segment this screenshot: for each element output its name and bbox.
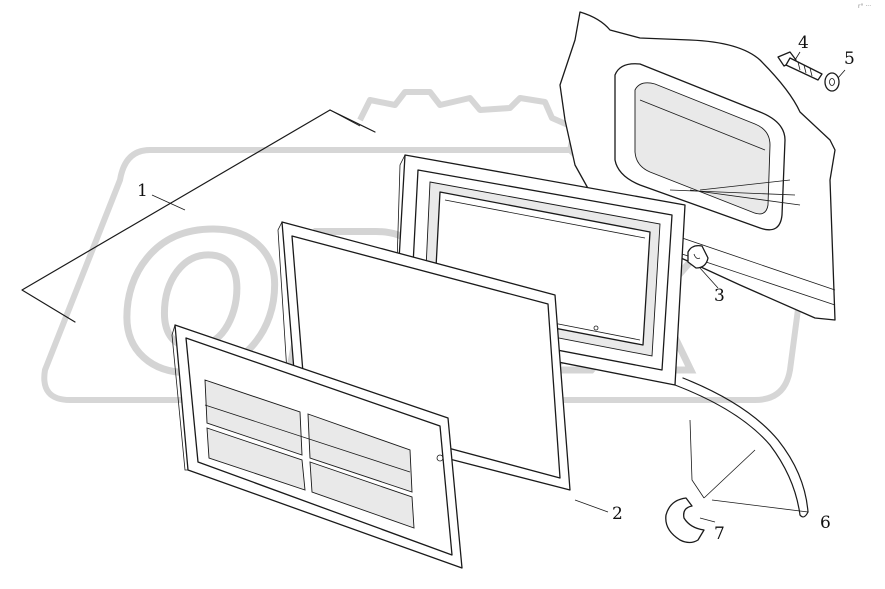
part-1-panel (21, 109, 376, 323)
callout-5: 5 (844, 49, 855, 69)
part-3-clip (687, 244, 709, 269)
callout-3: 3 (714, 286, 725, 306)
callouts: 1 2 3 4 5 6 7 (137, 33, 855, 544)
grille-vent-bottom-left (206, 427, 306, 491)
callout-7: 7 (714, 524, 725, 544)
grille-vent-top-left (204, 379, 303, 456)
cab-wall (559, 11, 836, 321)
callout-6: 6 (820, 513, 831, 533)
leader-lines (151, 51, 846, 523)
corner-mark: r° ··· (858, 3, 871, 10)
callout-2: 2 (612, 504, 623, 524)
grille-vent-top-right (307, 413, 413, 493)
part-6-strip (674, 377, 809, 518)
callout-4: 4 (798, 33, 809, 53)
part-4-bolt (777, 51, 823, 81)
cab-wall-opening-recess (634, 82, 771, 215)
part-7-ring (665, 497, 705, 544)
callout-1: 1 (137, 181, 148, 201)
grille-vent-bottom-right (309, 461, 415, 529)
grille (171, 324, 463, 569)
part-5-washer (824, 72, 840, 92)
